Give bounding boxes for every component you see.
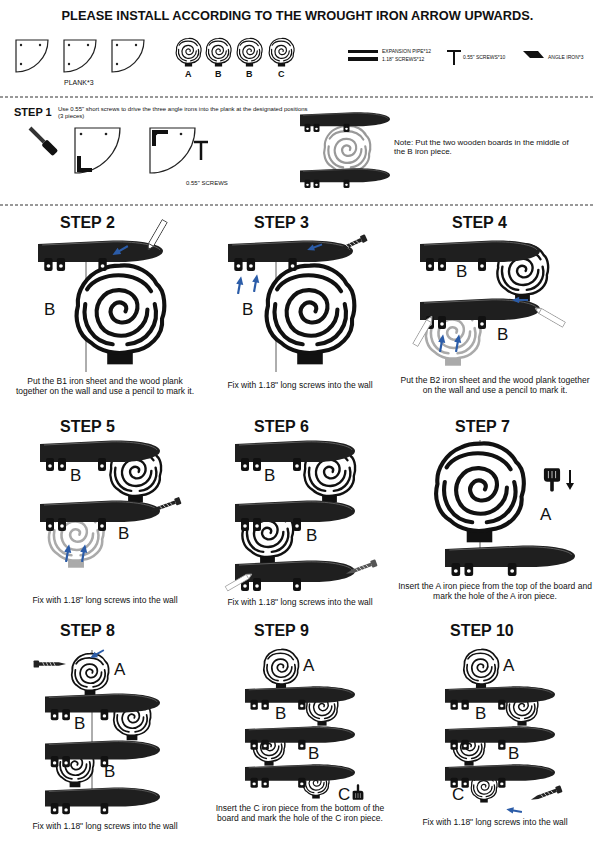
step-heading: STEP 5 (60, 418, 115, 436)
step3-drawing (228, 234, 368, 372)
part-letter: C (278, 69, 285, 79)
part-label: EXPANSION PIPE*12 (382, 49, 431, 55)
part-letter: B (275, 704, 286, 724)
part-letter: A (114, 660, 125, 680)
part-letter: A (303, 656, 314, 676)
part-label: 0.55" SCREWS (186, 180, 228, 187)
part-label: PLANK*3 (64, 79, 94, 87)
step-heading: STEP 2 (60, 214, 115, 232)
part-letter: B (306, 526, 317, 546)
part-label: 0.55" SCREWS*10 (463, 55, 505, 61)
step-heading: STEP 4 (452, 214, 507, 232)
step1-drawing (27, 112, 390, 188)
part-letter: C (452, 785, 464, 805)
part-letter: B (74, 714, 85, 734)
part-letter: B (264, 466, 275, 486)
part-letter: A (503, 656, 514, 676)
part-letter: B (44, 300, 55, 320)
page-title: PLEASE INSTALL ACCORDING TO THE WROUGHT … (0, 9, 595, 24)
step7-drawing (436, 440, 575, 576)
step-heading: STEP 3 (254, 214, 309, 232)
instruction-text: Insert the C iron piece from the bottom … (210, 804, 390, 824)
part-letter: B (246, 69, 253, 79)
step6-drawing (225, 440, 377, 591)
instruction-text: Put the B2 iron sheet and the wood plank… (398, 376, 592, 396)
part-letter: B (497, 325, 508, 345)
part-letter: B (242, 300, 253, 320)
instruction-text: Use 0.55" short screws to drive the thre… (58, 106, 308, 120)
separators (0, 97, 595, 205)
part-label: ANGLE IRON*3 (548, 55, 584, 61)
step9-drawing (245, 649, 363, 799)
part-letter: B (308, 744, 319, 764)
step-heading: STEP 1 (14, 106, 52, 119)
instruction-text: Insert the A iron piece from the top of … (398, 582, 592, 602)
step-heading: STEP 8 (60, 622, 115, 640)
part-letter: B (70, 466, 81, 486)
instruction-text: Note: Put the two wooden boards in the m… (394, 138, 574, 156)
instruction-text: Fix with 1.18" long screws into the wall (398, 818, 592, 828)
instruction-text: Put the B1 iron sheet and the wood plank… (12, 377, 198, 397)
part-letter: B (475, 704, 486, 724)
part-letter: C (338, 785, 350, 805)
part-letter: B (118, 524, 129, 544)
instruction-text: Fix with 1.18" long screws into the wall (210, 598, 390, 608)
step-heading: STEP 7 (455, 418, 510, 436)
part-letter: B (508, 744, 519, 764)
step5-drawing (40, 440, 182, 567)
step4-drawing (413, 240, 566, 365)
step10-drawing (445, 649, 563, 815)
part-letter: B (456, 262, 467, 282)
instruction-text: Fix with 1.18" long screws into the wall (12, 822, 198, 832)
part-letter: A (185, 69, 192, 79)
part-letter: A (540, 505, 551, 525)
part-letter: B (104, 762, 115, 782)
instruction-text: Fix with 1.18" long screws into the wall (12, 596, 198, 606)
step-heading: STEP 10 (450, 622, 514, 640)
step-heading: STEP 6 (254, 418, 309, 436)
part-label: 1.18" SCREWS*12 (382, 57, 424, 63)
part-letter: B (215, 69, 222, 79)
parts-list (16, 38, 544, 72)
instruction-text: Fix with 1.18" long screws into the wall (210, 381, 390, 391)
step-heading: STEP 9 (254, 622, 309, 640)
step8-drawing (34, 647, 160, 814)
step2-drawing (38, 220, 167, 372)
